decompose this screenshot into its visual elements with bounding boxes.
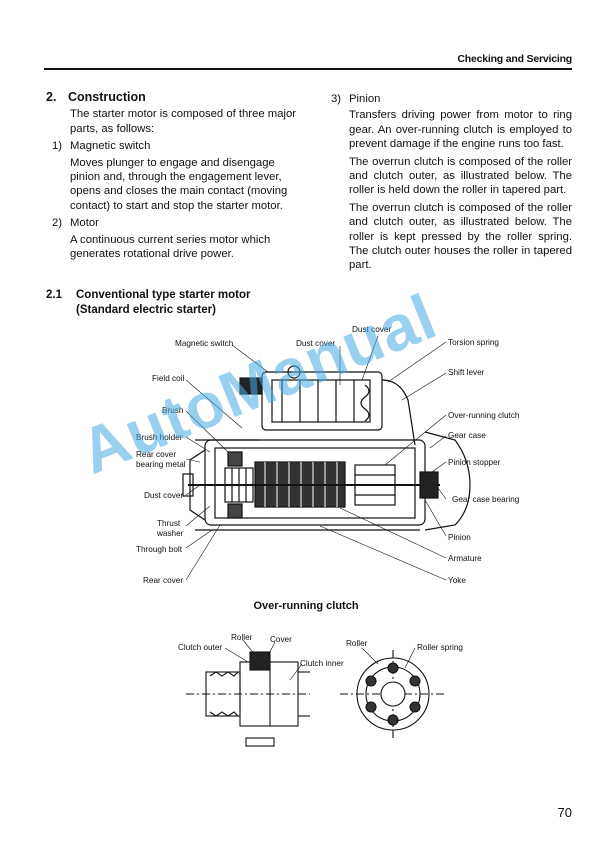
label-clutch-inner: Clutch inner <box>300 659 344 668</box>
pinion-description: Transfers driving power from motor to ri… <box>331 108 572 272</box>
item-2-heading: 2) Motor <box>52 216 308 230</box>
section-2-1-number: 2.1 <box>46 289 62 301</box>
label-dust-cover-left: Dust cover <box>144 491 183 500</box>
label-gear-case-bearing: Gear case bearing <box>452 495 520 504</box>
section-2-heading: 2. Construction <box>46 90 308 104</box>
label-field-coil: Field coil <box>152 374 184 383</box>
label-brush: Brush <box>162 406 184 415</box>
pinion-extra-1: The overrun clutch is composed of the ro… <box>349 155 572 197</box>
label-thrust-washer-1: Thrust <box>157 519 181 528</box>
section-2-1-heading: 2.1 Conventional type starter motor (Stan… <box>46 288 250 317</box>
label-torsion-spring: Torsion spring <box>448 338 499 347</box>
label-over-running-clutch: Over-running clutch <box>448 411 520 420</box>
right-column: 3) Pinion Transfers driving power from mo… <box>331 90 572 276</box>
pinion-body: Transfers driving power from motor to ri… <box>349 109 572 151</box>
label-clutch-outer: Clutch outer <box>178 643 222 652</box>
header-title: Checking and Servicing <box>457 53 572 65</box>
clutch-end-leader-lines <box>361 647 416 669</box>
label-rear-cover-bearing-2: bearing metal <box>136 460 186 469</box>
clutch-side-leader-lines <box>224 639 303 681</box>
label-pinion: Pinion <box>448 533 471 542</box>
label-dust-cover-top: Dust cover <box>352 325 391 334</box>
diagram-leader-lines <box>185 335 447 581</box>
item-1-title: Magnetic switch <box>70 140 151 153</box>
item-2-number: 2) <box>52 217 63 230</box>
clutch-end-view <box>340 650 446 740</box>
label-cover: Cover <box>270 635 292 644</box>
label-dust-cover-mid: Dust cover <box>296 339 335 348</box>
label-magnetic-switch: Magnetic switch <box>175 339 234 348</box>
section-2-1-title-line1: Conventional type starter motor <box>76 289 251 301</box>
item-3-title: Pinion <box>349 93 381 105</box>
label-gear-case: Gear case <box>448 431 486 440</box>
section-2-title: Construction <box>68 90 146 104</box>
item-2-body: A continuous current series motor which … <box>70 233 271 261</box>
clutch-side-view <box>186 651 310 747</box>
section-2-1-title-line2: (Standard electric starter) <box>76 303 216 316</box>
starter-motor-drawing <box>182 365 471 531</box>
label-rear-cover: Rear cover <box>143 576 183 585</box>
item-1-heading: 1) Magnetic switch <box>52 139 308 153</box>
label-through-bolt: Through bolt <box>136 545 183 554</box>
label-thrust-washer-2: washer <box>156 529 184 538</box>
label-brush-holder: Brush holder <box>136 433 183 442</box>
label-roller-right: Roller <box>346 639 368 648</box>
overrunning-clutch-title: Over-running clutch <box>253 600 359 612</box>
label-roller-left: Roller <box>231 633 253 642</box>
pinion-extra-2: The overrun clutch is composed of the ro… <box>349 201 572 272</box>
label-pinion-stopper: Pinion stopper <box>448 458 501 467</box>
section-2-intro: The starter motor is composed of three m… <box>70 108 297 135</box>
item-1-body: Moves plunger to engage and disengage pi… <box>70 156 288 212</box>
label-rear-cover-bearing-1: Rear cover <box>136 450 176 459</box>
item-3-number: 3) <box>331 93 342 105</box>
label-yoke: Yoke <box>448 576 466 585</box>
section-2-number: 2. <box>46 90 57 104</box>
label-armature: Armature <box>448 554 482 563</box>
header-rule <box>44 68 572 70</box>
item-2-title: Motor <box>70 217 99 230</box>
label-roller-spring: Roller spring <box>417 643 463 652</box>
item-1-number: 1) <box>52 140 63 153</box>
page-number: 70 <box>557 805 572 820</box>
label-shift-lever: Shift lever <box>448 368 485 377</box>
item-3-heading: 3) Pinion <box>331 92 572 106</box>
left-column: 2. Construction The starter motor is comp… <box>46 90 308 264</box>
